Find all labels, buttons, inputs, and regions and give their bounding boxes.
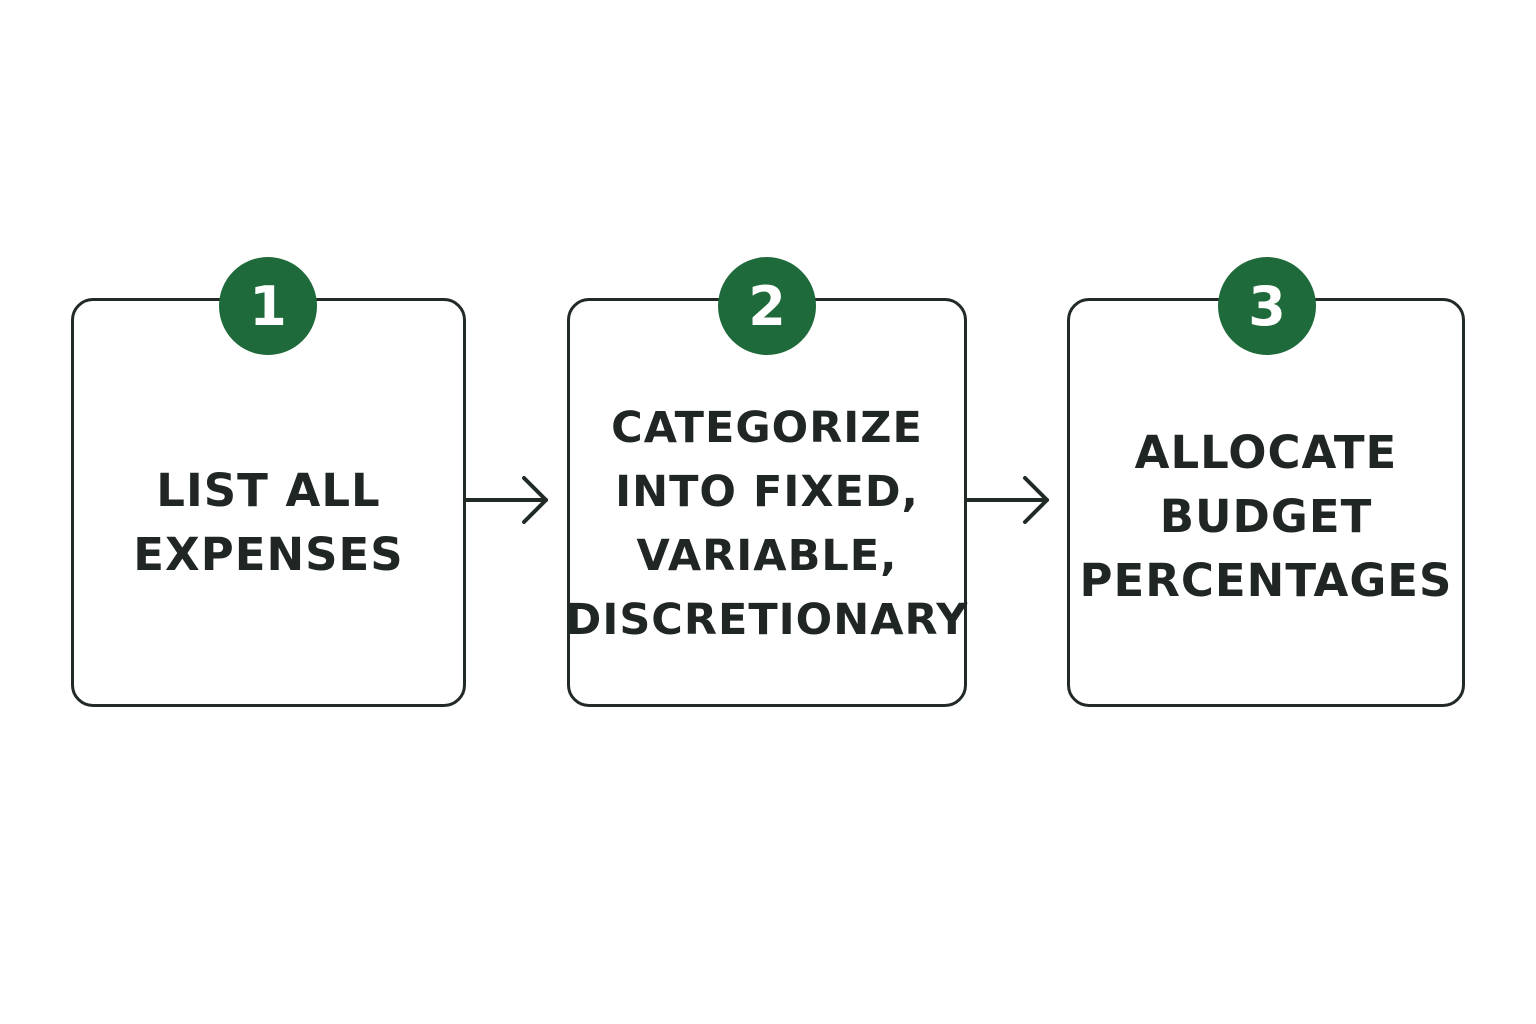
- step-label-1: LIST ALL EXPENSES: [133, 463, 404, 581]
- arrow-right-icon: [965, 476, 1049, 524]
- arrow-right-icon: [464, 476, 548, 524]
- step-number-badge-3: 3: [1218, 257, 1316, 355]
- step-box-3: ALLOCATE BUDGET PERCENTAGES: [1067, 298, 1465, 707]
- step-number-badge-2: 2: [718, 257, 816, 355]
- step-label-3: ALLOCATE BUDGET PERCENTAGES: [1079, 425, 1453, 607]
- step-box-1: LIST ALL EXPENSES: [71, 298, 466, 707]
- step-label-2: CATEGORIZE INTO FIXED, VARIABLE, DISCRET…: [565, 402, 969, 645]
- step-number-badge-1: 1: [219, 257, 317, 355]
- step-box-2: CATEGORIZE INTO FIXED, VARIABLE, DISCRET…: [565, 298, 969, 707]
